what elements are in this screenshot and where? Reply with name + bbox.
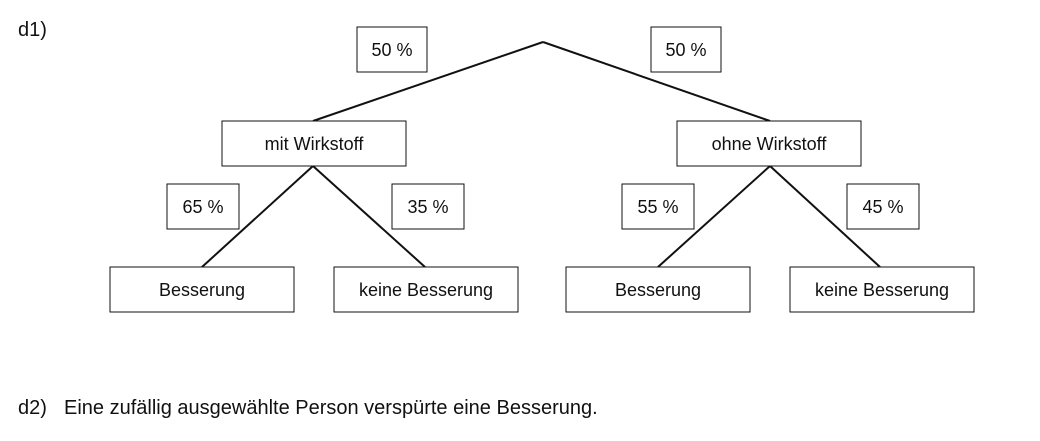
- node-ohne-wirkstoff: ohne Wirkstoff: [676, 120, 862, 167]
- edge-root-to-mit-wirkstoff: [312, 41, 544, 122]
- leaf-label: Besserung: [159, 280, 245, 300]
- probability-box-ohne-keine-besserung: 45 %: [846, 183, 920, 230]
- leaf-mit-keine-besserung: keine Besserung: [333, 266, 519, 313]
- probability-text: 45 %: [862, 197, 903, 217]
- edge-mit-wirkstoff-to-besserung: [201, 165, 314, 268]
- probability-text: 35 %: [407, 197, 448, 217]
- edge-mit-wirkstoff-to-keine-besserung: [312, 165, 426, 268]
- probability-box-mit-besserung: 65 %: [166, 183, 240, 230]
- task-statement-d2: Eine zufällig ausgewählte Person verspür…: [64, 397, 598, 419]
- probability-box-mit-keine-besserung: 35 %: [391, 183, 465, 230]
- probability-box-ohne-wirkstoff: 50 %: [650, 26, 722, 73]
- probability-text: 55 %: [637, 197, 678, 217]
- edge-ohne-wirkstoff-to-besserung: [657, 165, 771, 268]
- leaf-ohne-besserung: Besserung: [565, 266, 751, 313]
- part-label-d1: d1): [18, 19, 47, 41]
- leaf-ohne-keine-besserung: keine Besserung: [789, 266, 975, 313]
- edge-ohne-wirkstoff-to-keine-besserung: [769, 165, 881, 268]
- node-label: ohne Wirkstoff: [712, 134, 828, 154]
- probability-tree-diagram: 50 % 50 % mit Wirkstoff ohne Wirkstoff 6…: [109, 26, 975, 313]
- probability-box-ohne-besserung: 55 %: [621, 183, 695, 230]
- probability-box-mit-wirkstoff: 50 %: [356, 26, 428, 73]
- probability-text: 65 %: [182, 197, 223, 217]
- node-mit-wirkstoff: mit Wirkstoff: [221, 120, 407, 167]
- part-label-d2: d2): [18, 397, 47, 419]
- probability-text: 50 %: [665, 40, 706, 60]
- edge-root-to-ohne-wirkstoff: [542, 41, 771, 122]
- leaf-label: Besserung: [615, 280, 701, 300]
- node-label: mit Wirkstoff: [265, 134, 365, 154]
- leaf-label: keine Besserung: [359, 280, 493, 300]
- probability-text: 50 %: [371, 40, 412, 60]
- leaf-label: keine Besserung: [815, 280, 949, 300]
- leaf-mit-besserung: Besserung: [109, 266, 295, 313]
